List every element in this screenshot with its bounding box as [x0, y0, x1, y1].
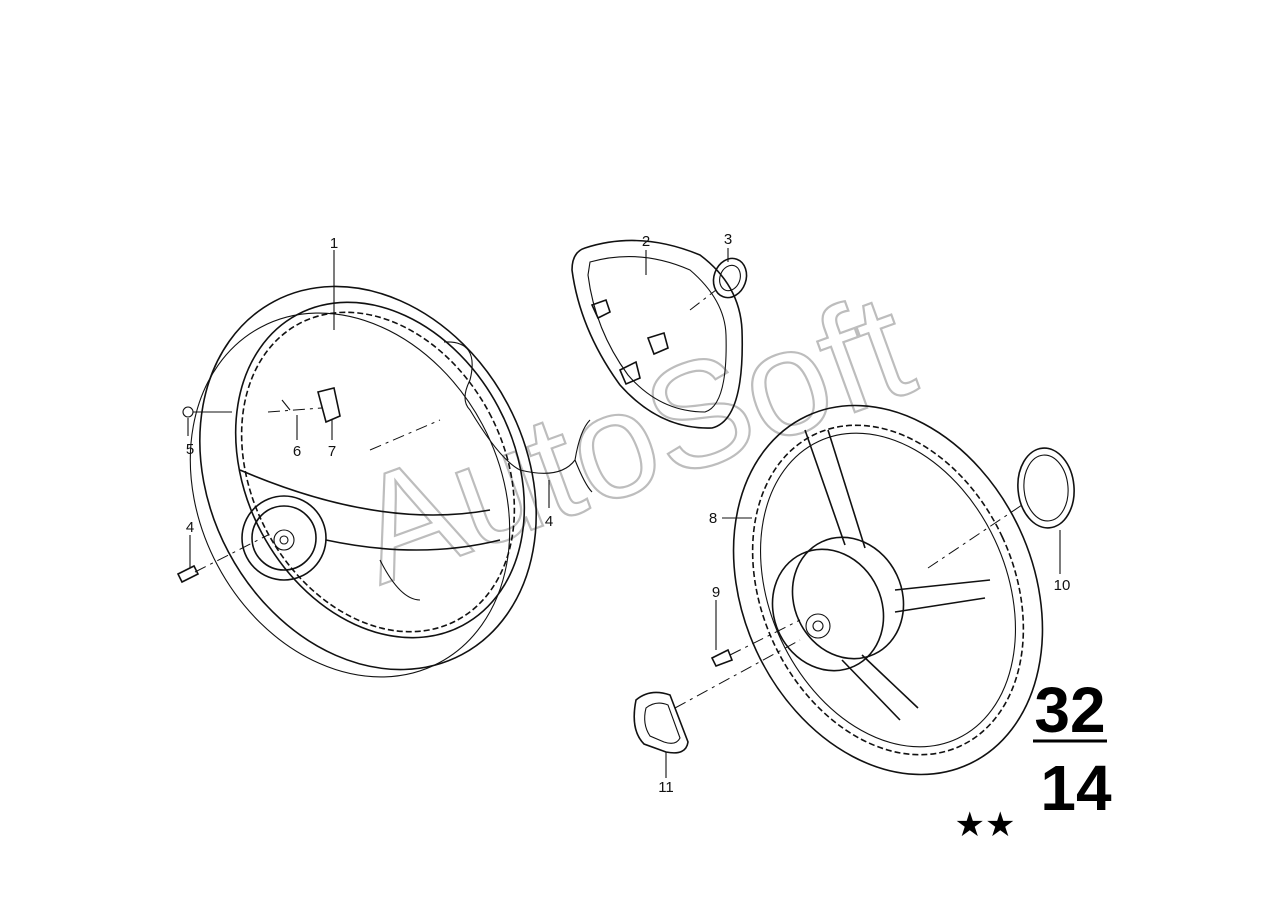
wire-harness [443, 341, 591, 474]
callout-2: 2 [642, 233, 650, 250]
screw-9 [710, 619, 801, 668]
callout-3: 3 [724, 231, 732, 248]
group-main-number: 32 [1034, 674, 1105, 746]
callout-10: 10 [1054, 577, 1071, 594]
callout-8: 8 [709, 510, 717, 527]
cover-11 [633, 639, 801, 754]
steering-wheel-8 [732, 404, 1044, 776]
star-rating: ★★ [955, 805, 1016, 845]
screw-4 [176, 534, 269, 584]
callout-1: 1 [330, 235, 338, 252]
screw-5 [182, 406, 232, 418]
group-sub-number: 14 [1040, 752, 1112, 824]
callout-11: 11 [658, 779, 674, 796]
callout-7: 7 [328, 443, 336, 460]
badge-10 [927, 447, 1075, 569]
watermark: AutoSoft [333, 260, 931, 615]
callout-4-wire: 4 [545, 513, 553, 530]
steering-wheel-1 [189, 285, 537, 678]
leader-lines [187, 248, 1061, 778]
badge-3 [689, 257, 748, 311]
horn-pad-2 [571, 239, 744, 429]
callout-6: 6 [293, 443, 301, 460]
callout-9: 9 [712, 584, 720, 601]
callout-4-left: 4 [186, 519, 194, 536]
wire-lead [574, 459, 593, 493]
callout-5: 5 [186, 441, 194, 458]
